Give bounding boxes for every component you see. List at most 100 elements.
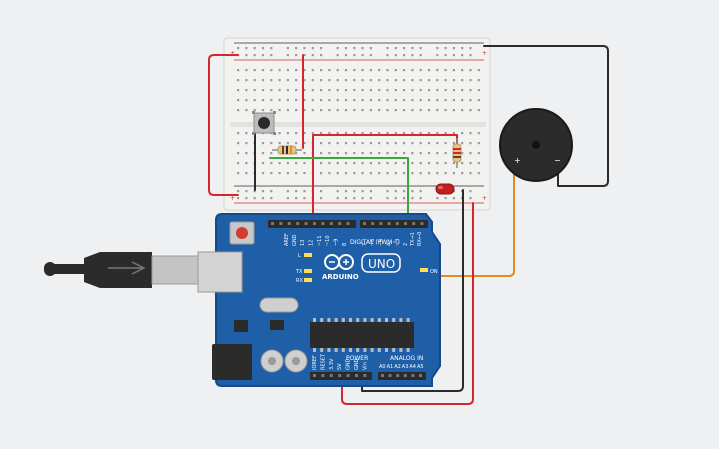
arduino-logo-icon <box>324 254 354 270</box>
header-pin[interactable] <box>396 374 400 377</box>
hole <box>436 109 439 112</box>
hole <box>320 152 323 155</box>
digital-pin-label: ~6 <box>370 239 376 246</box>
header-pin[interactable] <box>395 222 399 225</box>
header-pin[interactable] <box>304 222 308 225</box>
header-pin[interactable] <box>279 222 283 225</box>
hole <box>245 69 248 72</box>
hole <box>320 132 323 135</box>
hole <box>261 89 265 92</box>
header-pin[interactable] <box>420 222 424 225</box>
breadboard[interactable]: + + + + <box>223 37 491 211</box>
hole <box>436 132 439 135</box>
header-pin[interactable] <box>321 374 325 377</box>
hole <box>286 69 289 72</box>
hole <box>378 89 381 92</box>
led-on <box>420 268 428 272</box>
rail-hole <box>419 190 422 193</box>
header-pin[interactable] <box>381 374 384 377</box>
wire-green-pin2[interactable] <box>269 157 409 227</box>
rail-hole <box>419 197 422 200</box>
header-pin[interactable] <box>388 374 392 377</box>
hole <box>237 152 240 155</box>
header-pin[interactable] <box>346 374 350 377</box>
hole <box>344 162 348 165</box>
rail-hole <box>303 190 306 193</box>
hole <box>411 69 414 72</box>
rail-hole <box>286 54 289 57</box>
header-pin[interactable] <box>287 222 291 225</box>
rail-hole <box>403 190 406 193</box>
chip-pin <box>313 318 316 322</box>
hole <box>386 79 389 82</box>
header-pin[interactable] <box>355 374 358 377</box>
header-pin[interactable] <box>346 222 350 225</box>
piezo-buzzer[interactable]: + − <box>499 108 573 182</box>
header-pin[interactable] <box>296 222 300 225</box>
header-pin[interactable] <box>271 222 274 225</box>
rail-hole <box>411 190 414 193</box>
chip-pin <box>385 348 388 352</box>
hole <box>353 152 356 155</box>
hole <box>303 172 306 175</box>
hole <box>452 172 455 175</box>
rail-hole <box>245 190 248 193</box>
hole <box>419 69 422 72</box>
reset-button[interactable] <box>236 227 248 239</box>
hole <box>386 109 389 112</box>
hole <box>237 99 240 102</box>
center-channel <box>230 122 486 127</box>
rail-hole <box>403 197 406 200</box>
header-pin[interactable] <box>411 374 415 377</box>
hole <box>295 89 298 92</box>
header-pin[interactable] <box>313 374 316 377</box>
hole <box>394 152 397 155</box>
wire-orange-buzzer[interactable] <box>356 159 515 277</box>
hole <box>361 132 364 135</box>
rail-hole <box>261 197 265 200</box>
hole <box>278 79 281 82</box>
header-pin[interactable] <box>321 222 325 225</box>
header-pin[interactable] <box>363 222 366 225</box>
hole <box>237 142 240 145</box>
hole <box>452 109 455 112</box>
header-pin[interactable] <box>412 222 416 225</box>
resistor-led[interactable] <box>452 138 462 168</box>
usb-cable[interactable] <box>44 252 201 288</box>
header-pin[interactable] <box>329 222 333 225</box>
header-pin[interactable] <box>313 222 316 225</box>
wire-black-buzzer-gnd[interactable] <box>483 45 609 187</box>
rail-hole <box>394 47 397 50</box>
header-pin[interactable] <box>338 374 342 377</box>
hole <box>328 79 331 82</box>
hole <box>469 142 472 145</box>
hole <box>295 162 298 165</box>
header-pin[interactable] <box>338 222 342 225</box>
header-pin[interactable] <box>363 374 367 377</box>
header-pin[interactable] <box>419 374 422 377</box>
resistor-pulldown[interactable] <box>272 145 302 155</box>
red-led[interactable] <box>435 183 455 195</box>
wire-black-gnd[interactable] <box>361 189 464 392</box>
hole <box>369 172 372 175</box>
rail-hole <box>386 197 389 200</box>
header-pin[interactable] <box>403 374 407 377</box>
hole <box>303 132 306 135</box>
push-button[interactable] <box>252 111 276 135</box>
header-pin[interactable] <box>379 222 383 225</box>
hole <box>461 79 464 82</box>
hole <box>303 162 306 165</box>
wire-red-5v[interactable] <box>341 202 474 405</box>
header-pin[interactable] <box>329 374 333 377</box>
hole <box>386 99 389 102</box>
rail-hole <box>452 54 455 57</box>
header-pin[interactable] <box>387 222 391 225</box>
header-pin[interactable] <box>404 222 407 225</box>
hole <box>303 99 306 102</box>
wire-red-rail-bridge[interactable] <box>208 54 239 196</box>
hole <box>427 69 431 72</box>
hole <box>369 132 372 135</box>
header-pin[interactable] <box>371 222 375 225</box>
hole <box>303 69 306 72</box>
